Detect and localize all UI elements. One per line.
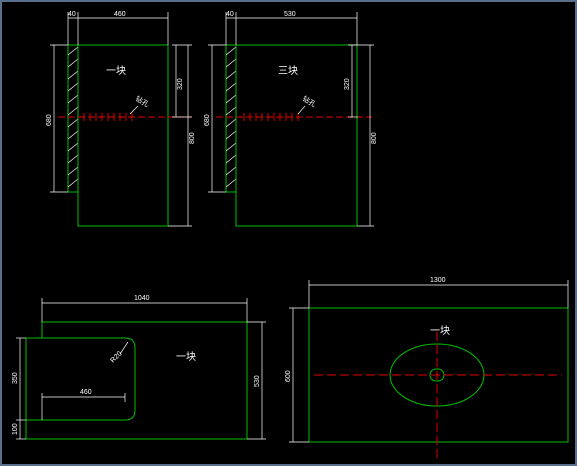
dim-h-right: 530	[254, 375, 261, 387]
inner-dimension	[41, 393, 126, 420]
dim-h-upper: 320	[177, 78, 184, 90]
right-dimensions	[348, 44, 374, 227]
panel-label: 一块	[176, 351, 196, 363]
board-outline	[308, 307, 569, 443]
top-dimensions	[67, 12, 169, 45]
leader-line	[119, 341, 129, 355]
dim-h-left-lower: 100	[12, 423, 19, 435]
hatch-lines	[67, 46, 79, 188]
drill-marks	[83, 113, 133, 121]
board-outline	[25, 321, 248, 440]
dim-h-left: 680	[204, 114, 211, 126]
leader-line	[297, 105, 306, 115]
top-dimensions	[225, 12, 358, 45]
top-dimension	[41, 298, 248, 322]
panel-label: 一块	[106, 65, 126, 77]
dim-w-main: 530	[284, 11, 296, 18]
left-dimension	[50, 44, 68, 193]
drill-marks	[243, 113, 299, 121]
right-dimension	[247, 321, 266, 440]
dim-w-small: 40	[226, 11, 234, 18]
dim-width: 1300	[430, 277, 446, 284]
panel-top-left: 钻孔 一块 40 460 680 320 800	[46, 11, 196, 227]
dim-h-left-upper: 350	[12, 372, 19, 384]
panel-label: 三块	[278, 65, 298, 77]
board-outline	[77, 44, 169, 227]
dim-width: 1040	[134, 295, 150, 302]
panel-bottom-right: 一块 1300 600	[285, 277, 569, 462]
dim-inner-w: 460	[80, 389, 92, 396]
annotation-drill: 钻孔	[134, 94, 151, 109]
left-dimension	[208, 44, 226, 193]
left-dimension	[289, 307, 309, 443]
dim-h-right: 800	[371, 132, 378, 144]
panel-bottom-left: R20 一块 1040 460 350 100 530	[12, 295, 266, 440]
dim-w-main: 460	[114, 11, 126, 18]
dim-height: 600	[285, 370, 292, 382]
dim-w-small: 40	[68, 11, 76, 18]
cutout-outline	[26, 337, 136, 421]
annotation-drill: 钻孔	[301, 94, 318, 109]
right-dimensions	[168, 44, 192, 227]
hatch-lines	[225, 46, 237, 188]
hatched-strip	[225, 44, 237, 193]
left-dimensions	[16, 337, 26, 440]
board-outline	[235, 44, 358, 227]
dim-h-left: 680	[46, 114, 53, 126]
dim-h-upper: 320	[344, 78, 351, 90]
leader-line	[129, 105, 139, 115]
panel-top-mid: 钻孔 三块 40 530 680 320 800	[204, 11, 378, 227]
hatched-strip	[67, 44, 79, 193]
top-dimension	[308, 280, 569, 308]
panel-label: 一块	[430, 325, 450, 337]
dim-h-right: 800	[189, 132, 196, 144]
